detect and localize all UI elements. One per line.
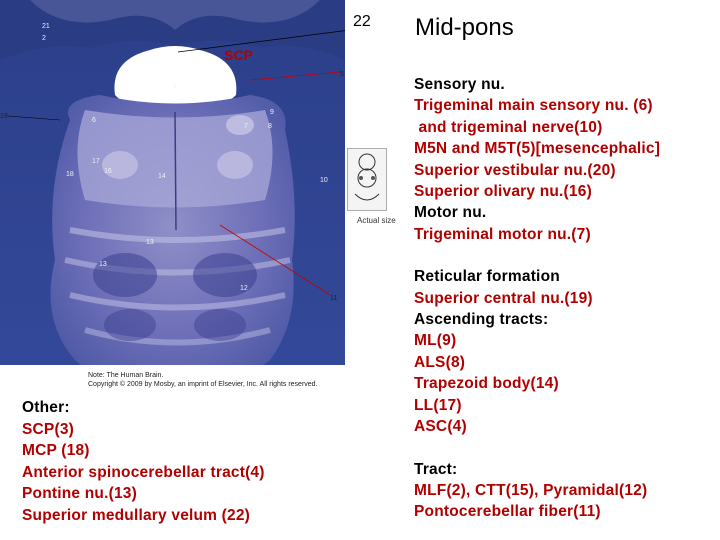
sensory-item: M5N and M5T(5)[mesencephalic] xyxy=(414,140,661,158)
note-line-2: Copyright © 2009 by Mosby, an imprint of… xyxy=(88,380,318,388)
ascending-item: LL(17) xyxy=(414,396,462,414)
tract-item: Pontocerebellar fiber(11) xyxy=(414,503,601,521)
note-line-1: Note: The Human Brain. xyxy=(88,372,164,379)
tract-header: Tract: xyxy=(414,460,458,478)
other-item: Pontine nu.(13) xyxy=(22,485,137,502)
slide-number: 22 xyxy=(353,13,371,30)
sensory-item: Superior olivary nu.(16) xyxy=(414,183,592,201)
svg-text:8: 8 xyxy=(268,123,272,130)
motor-header: Motor nu. xyxy=(414,204,487,222)
other-item: Anterior spinocerebellar tract(4) xyxy=(22,463,265,481)
svg-text:12: 12 xyxy=(240,285,248,292)
motor-item: Trigeminal motor nu.(7) xyxy=(414,225,591,243)
svg-text:19: 19 xyxy=(0,113,8,120)
other-header: Other: xyxy=(22,399,70,416)
svg-text:10: 10 xyxy=(320,177,328,184)
tract-item: MLF(2), CTT(15), Pyramidal(12) xyxy=(414,481,648,499)
actual-size-thumbnail xyxy=(347,148,387,211)
ascending-item: ML(9) xyxy=(414,332,457,350)
svg-text:2: 2 xyxy=(42,35,46,42)
other-item: SCP(3) xyxy=(22,420,75,438)
svg-text:17: 17 xyxy=(92,158,100,165)
sensory-item: Superior vestibular nu.(20) xyxy=(414,161,616,179)
other-text-block: Other: SCP(3) MCP (18) Anterior spinocer… xyxy=(22,397,322,526)
ascending-header: Ascending tracts: xyxy=(414,311,549,329)
svg-text:5: 5 xyxy=(340,71,344,78)
slide-title: Mid-pons xyxy=(415,14,514,41)
right-text-block: Sensory nu. Trigeminal main sensory nu. … xyxy=(414,74,714,523)
brainstem-slice-image: 21 2 1 5 19 6 7 9 8 17 16 18 14 10 13 13… xyxy=(0,0,345,395)
ascending-item: Trapezoid body(14) xyxy=(414,375,559,393)
svg-text:13: 13 xyxy=(99,261,107,268)
other-item: MCP (18) xyxy=(22,442,90,459)
svg-text:1: 1 xyxy=(173,83,177,90)
svg-text:18: 18 xyxy=(66,171,74,178)
copyright-note: Note: The Human Brain. Copyright © 2009 … xyxy=(88,372,318,389)
reticular-header: Reticular formation xyxy=(414,268,560,286)
svg-text:21: 21 xyxy=(42,23,50,30)
svg-text:9: 9 xyxy=(270,109,274,116)
svg-text:13: 13 xyxy=(146,239,154,246)
ascending-item: ASC(4) xyxy=(414,418,467,436)
svg-text:7: 7 xyxy=(244,123,248,130)
svg-text:16: 16 xyxy=(104,168,112,175)
svg-text:6: 6 xyxy=(92,117,96,124)
actual-size-caption: Actual size xyxy=(357,216,396,225)
sensory-header: Sensory nu. xyxy=(414,76,505,93)
ascending-item: ALS(8) xyxy=(414,353,466,371)
svg-text:11: 11 xyxy=(330,295,337,302)
sensory-item: Trigeminal main sensory nu. (6) xyxy=(414,97,653,115)
svg-text:14: 14 xyxy=(158,173,166,180)
scp-label: SCP xyxy=(224,47,253,63)
other-item: Superior medullary velum (22) xyxy=(22,506,251,524)
sensory-item: and trigeminal nerve(10) xyxy=(414,118,603,136)
reticular-item: Superior central nu.(19) xyxy=(414,289,593,307)
